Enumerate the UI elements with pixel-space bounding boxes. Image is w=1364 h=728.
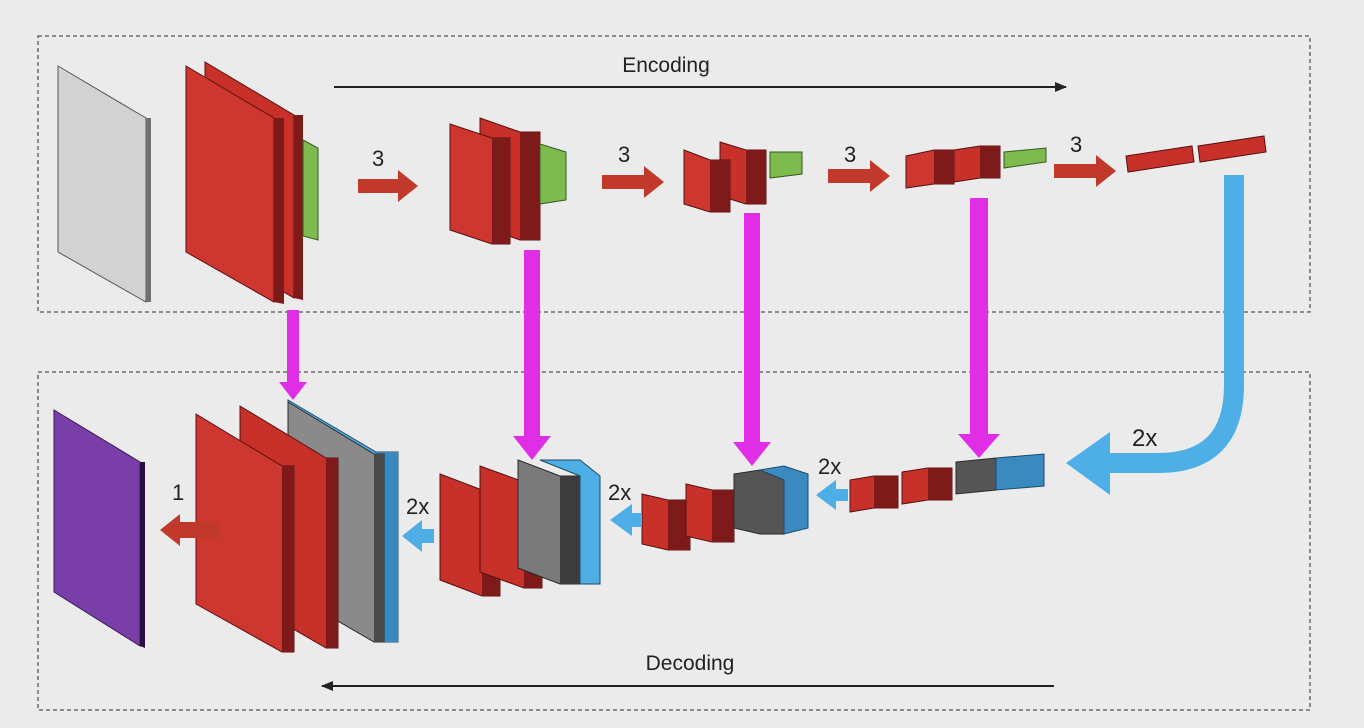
output-segmentation-map [53,409,145,648]
input-image [57,65,151,303]
encoder-downsample-arrow-4 [1054,155,1116,187]
encoding-label: Encoding [622,54,710,77]
encoder-step-label-4: 3 [1070,132,1082,157]
encoder-downsample-arrow-3 [828,160,890,192]
encoder-level-1-block [185,61,319,304]
bottleneck-upsample-arrow [1100,175,1244,473]
upsample-label-2: 2x [608,480,631,505]
decoder-level-4-block [849,453,1045,513]
decoder-level-1-block [195,399,399,653]
upsample-label-4: 2x [1132,425,1157,452]
decoder-level-2-block [439,459,601,597]
encoder-step-label-2: 3 [618,142,630,167]
encoder-level-2-block [449,117,567,245]
decoder-upsample-arrow-3 [816,480,848,510]
output-conv-arrow [160,514,220,546]
decoding-label: Decoding [646,652,735,675]
encoder-downsample-arrow-2 [602,166,664,198]
skip-connection-2 [513,250,551,460]
upsample-label-3: 2x [818,454,841,479]
encoder-step-label-3: 3 [844,142,856,167]
skip-connection-4 [958,198,1000,458]
output-step-label: 1 [172,480,184,505]
encoder-step-label-1: 3 [372,146,384,171]
bottleneck-block [1125,135,1267,173]
encoder-level-4-block [905,145,1047,189]
decoder-upsample-arrow-1 [402,520,434,552]
encoder-level-3-block [683,141,803,213]
encoder-section-frame [37,35,1311,313]
decoder-upsample-arrow-2 [610,504,642,536]
skip-connection-3 [733,213,771,466]
upsample-label-1: 2x [406,494,429,519]
decoder-level-3-block [641,465,809,551]
encoder-downsample-arrow-1 [358,170,418,202]
skip-connection-1 [279,310,307,400]
bottleneck-upsample-arrowhead [1066,432,1110,495]
